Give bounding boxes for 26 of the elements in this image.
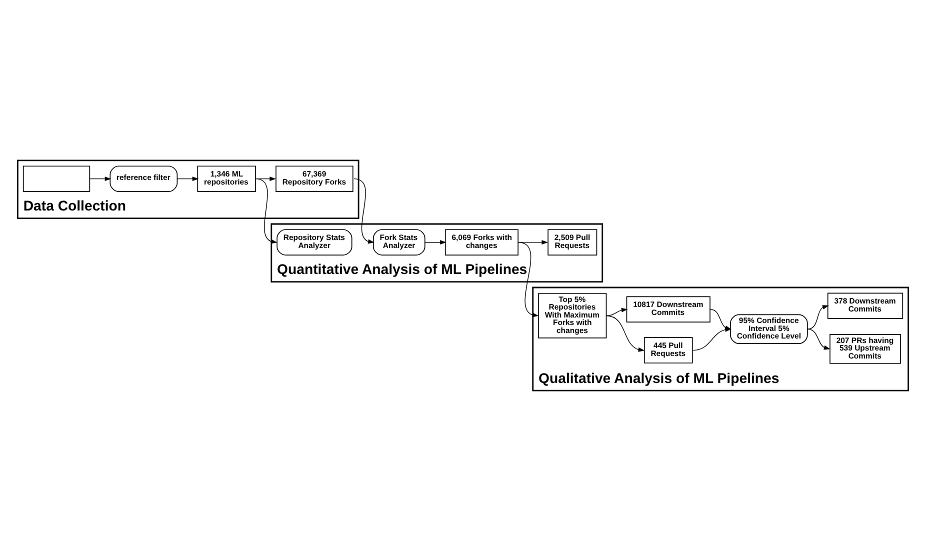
node-box: Fork Stats Analyzer [372, 228, 426, 255]
node-box: Top 5% Repositories With Maximum Forks with changes [538, 292, 607, 338]
node-box: 95% Confidence Interval 5% Confidence Level [730, 314, 808, 344]
arrow [89, 176, 112, 181]
arrow [807, 328, 830, 350]
arrow [710, 308, 732, 330]
node-box: 1,346 ML repositories [197, 165, 256, 192]
arrow [606, 314, 645, 352]
node-box: 67,369 Repository Forks [276, 165, 354, 192]
node-box: 445 Pull Requests [644, 336, 693, 363]
arrow [807, 304, 829, 329]
arrow [424, 240, 446, 244]
node-box: 378 Downstream Commits [827, 292, 904, 318]
node-box: 207 PRs having 539 Upstream Commits [830, 334, 901, 364]
arrow [176, 176, 199, 181]
arrow [255, 178, 278, 244]
node-box [22, 165, 90, 192]
node-box: Repository Stats Analyzer [276, 228, 352, 255]
arrow [518, 241, 539, 317]
arrow [606, 307, 628, 316]
arrow [518, 240, 548, 244]
node-box: 10817 Downstream Commits [626, 296, 710, 322]
node-box: 6,069 Forks with changes [444, 228, 518, 255]
node-box: 2,509 Pull Requests [548, 228, 598, 255]
node-box: reference filter [110, 165, 178, 192]
arrow [354, 178, 374, 244]
